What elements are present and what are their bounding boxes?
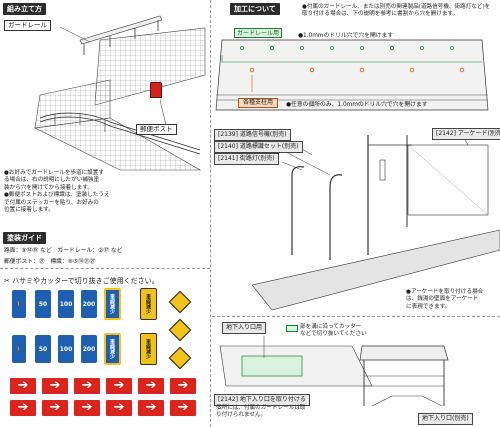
sign-text: 50 <box>38 345 48 353</box>
warning-diamond-sign <box>168 290 192 314</box>
mail-post-icon <box>150 82 162 98</box>
sign-text: 50 <box>38 300 48 308</box>
warning-diamond-sign <box>168 346 192 370</box>
walk-sign: 🚶 <box>12 335 26 363</box>
sign-text: 200 <box>82 300 96 308</box>
speed-sign-100: 100 <box>58 335 74 363</box>
sign-text: 車線減少 <box>109 339 115 359</box>
guardrail-label: ガードレール <box>4 20 51 31</box>
lane-reduce-sign-yellow: 車線減少 <box>140 333 157 365</box>
part-2140-label: [2140] 道路標識セット(別売) <box>214 141 303 153</box>
part-2142-label: [2142] アーケード(別売) <box>432 128 500 140</box>
arrow-sticker-grid: ➔ ➔ ➔ ➔ ➔ ➔ ➔ ➔ ➔ ➔ ➔ ➔ <box>10 378 200 423</box>
paint-guide-header: 塗装ガイド <box>3 232 46 244</box>
sign-text: 車線減少 <box>109 294 115 314</box>
note-line: ●お好みでガードレールを歩道に設置す <box>4 170 104 176</box>
sign-text: 車線減少 <box>145 339 151 359</box>
bottom-note-label: [2142] 地下入り口を取り付ける <box>214 394 310 406</box>
arrow-sticker: ➔ <box>170 400 196 416</box>
note-line: ●郵便ポストおよび標識は、塗装したうえ <box>4 192 110 199</box>
arrow-sticker: ➔ <box>42 378 68 394</box>
guardrail-box-label: ガードレール用 <box>236 30 279 37</box>
intro-line: 取り付ける場合は、下の説明を参考に書割から穴を開けます。 <box>302 11 459 18</box>
processing-header: 加工について <box>230 3 280 15</box>
bottom-note-line: り付けられません。 <box>216 412 267 419</box>
post-label: 郵便ポスト <box>136 124 177 135</box>
entrance-label: 地下入り口(別売) <box>418 413 473 425</box>
divider <box>0 268 210 269</box>
arrow-sticker: ➔ <box>42 400 68 416</box>
drill-1mm-note: ●1.0mmのドリル穴で穴を開けます <box>298 33 394 39</box>
note-line: で付属のステッカーを貼り、お好みの <box>4 199 99 206</box>
speed-sign-50: 50 <box>35 290 51 318</box>
arrow-sticker: ➔ <box>74 378 100 394</box>
cutter-note-line: などで切り抜いてください <box>300 331 367 338</box>
bottom-note-line: 個所には、付属のガードレールは取 <box>216 405 306 411</box>
drill-any-note: ●任意の個所のみ、1.0mmのドリル穴で穴を開けます <box>286 102 428 108</box>
lane-reduce-sign: 車線減少 <box>104 333 121 365</box>
sign-text: 車線減少 <box>145 294 151 314</box>
arrow-sticker: ➔ <box>138 378 164 394</box>
assembly-notes: ●お好みでガードレールを歩道に設置す る場合は、右の説明にしたがい補強塗 装から… <box>4 170 204 214</box>
processing-intro: ●付属のガードレール、または別売の関連製品(道路信号機、街路灯など)を 取り付け… <box>302 4 498 19</box>
sign-text: 100 <box>59 300 73 308</box>
cutter-note: 部を溝に沿ってカッター などで切り抜いてください <box>300 324 367 339</box>
processing-panel: 加工について ●付属のガードレール、または別売の関連製品(道路信号機、街路灯など… <box>212 0 500 427</box>
speed-sign-50: 50 <box>35 335 51 363</box>
arrow-sticker: ➔ <box>106 378 132 394</box>
paint-line-1: 路面：⑨⑭㉟ など ガードレール：②㊲ など <box>4 248 123 254</box>
lane-reduce-sign: 車線減少 <box>104 288 121 320</box>
assembly-header: 組み立て方 <box>3 3 46 15</box>
sidewalk-illustration <box>33 15 206 171</box>
speed-sign-100: 100 <box>58 290 74 318</box>
walk-sign: 🚶 <box>12 290 26 318</box>
note-line: 装から穴を開けてから接着します。 <box>4 184 93 191</box>
vertical-divider <box>210 0 211 427</box>
support-box: 各種支柱用 <box>238 98 278 108</box>
warning-diamond-sign <box>168 318 192 342</box>
part-2141-label: [2141] 街路灯(別売) <box>214 153 279 165</box>
note-line: 位置に接着します。 <box>4 207 54 214</box>
sign-text: 100 <box>59 345 73 353</box>
arrow-sticker: ➔ <box>74 400 100 416</box>
part-2139-label: [2139] 道路信号機(別売) <box>214 129 291 141</box>
note-line: る場合は、右の説明にしたがい補強塗 <box>4 177 100 184</box>
cut-marker <box>286 325 298 332</box>
cutter-note-line: 部を溝に沿ってカッター <box>300 324 362 330</box>
arrow-sticker: ➔ <box>10 378 36 394</box>
arrow-sticker: ➔ <box>10 400 36 416</box>
guardrail-box: ガードレール用 <box>234 28 282 38</box>
divider <box>212 316 500 317</box>
arcade-note: ●アーケードを取り付ける場合 は、銭湯の壁面をアーケード に表現できます。 <box>406 289 500 311</box>
assembly-panel: 組み立て方 ガードレール 郵便ポスト ●お好みでガードレールを歩道に設置す <box>0 0 210 427</box>
arrow-sticker: ➔ <box>106 400 132 416</box>
arcade-note-line: ●アーケードを取り付ける場合 <box>406 289 484 295</box>
arrow-sticker: ➔ <box>170 378 196 394</box>
speed-sign-200: 200 <box>81 290 97 318</box>
arrow-sticker: ➔ <box>138 400 164 416</box>
underground-diagram <box>219 336 449 407</box>
underground-box: 地下入り口用 <box>222 322 267 334</box>
arcade-note-line: は、銭湯の壁面をアーケード <box>406 296 479 303</box>
arcade-note-line: に表現できます。 <box>406 303 451 310</box>
paint-line-2: 郵便ポスト：㉗ 標識：⑧⑤⑭㉑㉗ <box>4 259 96 265</box>
speed-sign-200: 200 <box>81 335 97 363</box>
lane-reduce-sign-yellow: 車線減少 <box>140 288 157 320</box>
bottom-note: 個所には、付属のガードレールは取 り付けられません。 <box>216 405 376 420</box>
sticker-caption: ✂ ハサミやカッターで切り抜きご使用ください。 <box>4 277 159 285</box>
intro-line: ●付属のガードレール、または別売の関連製品(道路信号機、街路灯など)を <box>302 4 491 10</box>
sign-text: 200 <box>82 345 96 353</box>
